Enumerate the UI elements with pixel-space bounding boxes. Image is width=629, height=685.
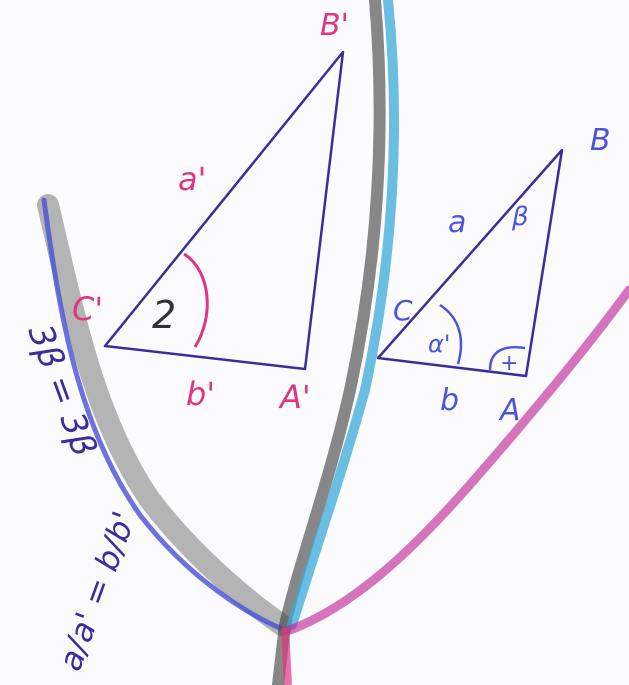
cyan-pencil-stem xyxy=(287,0,400,630)
right-angle-arc-c xyxy=(439,303,463,365)
right-triangle xyxy=(376,148,564,378)
right-angle-b-label: β xyxy=(511,202,529,232)
left-angle-mark: 2 xyxy=(152,293,176,337)
magenta-pencil-curve xyxy=(285,285,629,635)
right-angle-a-label: + xyxy=(500,351,518,376)
left-side-b-label: b' xyxy=(186,375,215,413)
left-triangle xyxy=(103,50,345,371)
left-vertex-c-label: C' xyxy=(72,290,103,328)
right-angle-c-label: α' xyxy=(428,330,450,358)
right-angle-arc-a xyxy=(488,346,526,371)
right-side-a-label: a xyxy=(448,205,466,240)
black-pencil-stem xyxy=(272,0,386,685)
right-side-b-label: b xyxy=(440,383,459,418)
left-vertex-b-label: B' xyxy=(320,8,349,43)
right-vertex-b-label: B xyxy=(590,123,611,158)
left-side-a-label: a' xyxy=(178,160,206,198)
blue-pencil-curve xyxy=(41,197,283,631)
left-angle-arc xyxy=(183,252,209,348)
pink-pencil-stem xyxy=(281,627,292,685)
gray-pencil-curve xyxy=(37,194,293,636)
left-vertex-a-label: A' xyxy=(278,378,311,416)
right-vertex-a-label: A xyxy=(498,393,521,428)
right-vertex-c-label: C xyxy=(393,294,413,327)
